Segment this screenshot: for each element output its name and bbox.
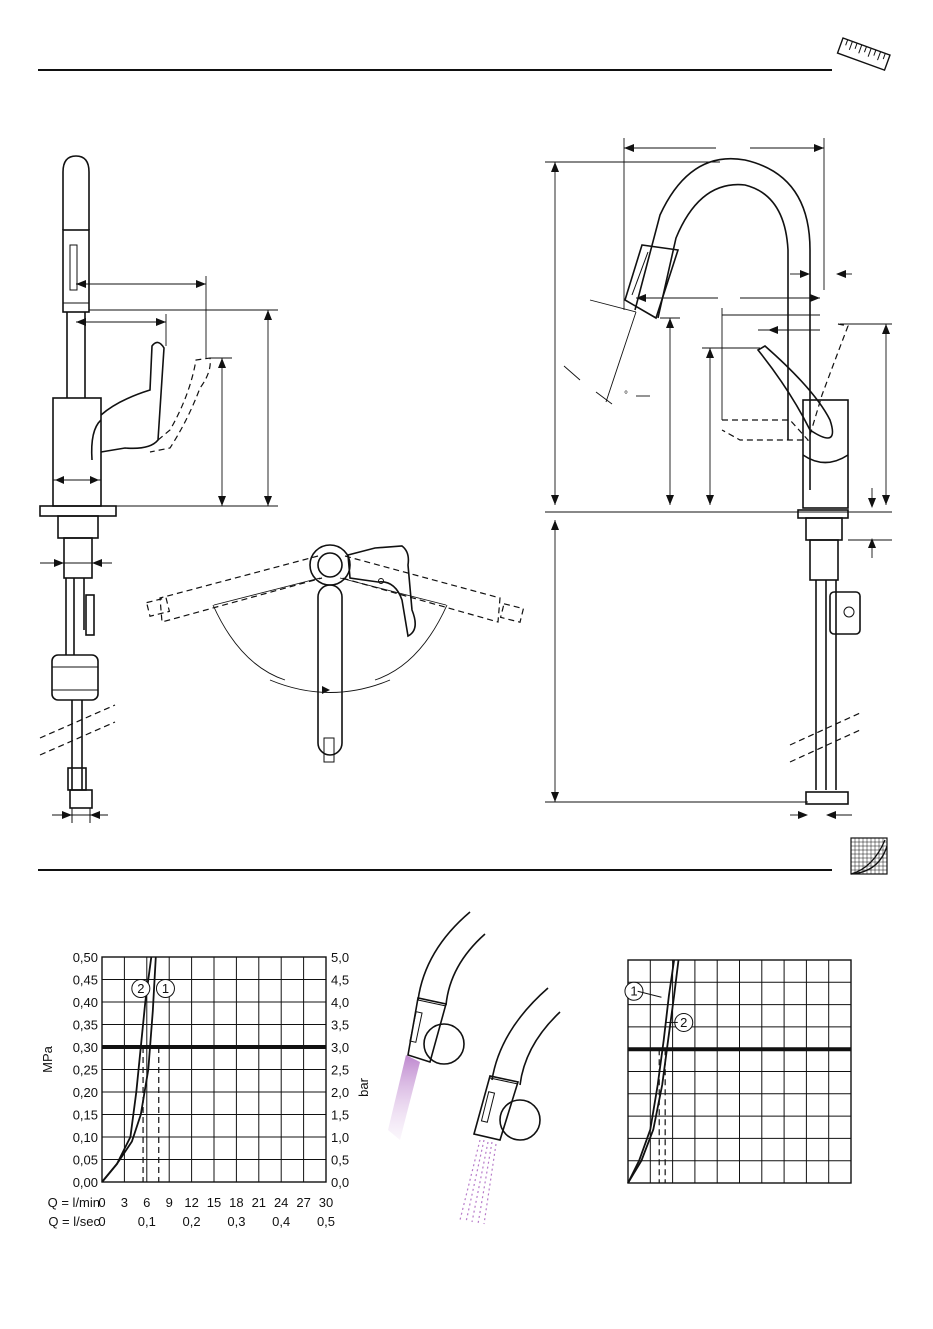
flow-chart-left: 120,000,050,100,150,200,250,300,350,400,… <box>40 950 371 1229</box>
x-tick-lsec: 0,4 <box>272 1214 290 1229</box>
series-label-2: 2 <box>680 1015 687 1030</box>
x-tick-lsec: 0,5 <box>317 1214 335 1229</box>
y-tick-mpa: 0,40 <box>73 995 98 1010</box>
x-tick-lmin: 9 <box>166 1195 173 1210</box>
y-tick-mpa: 0,05 <box>73 1153 98 1168</box>
x-tick-lmin: 15 <box>207 1195 221 1210</box>
x-tick-lmin: 30 <box>319 1195 333 1210</box>
y-tick-mpa: 0,45 <box>73 973 98 988</box>
y-tick-bar: 1,5 <box>331 1108 349 1123</box>
tilt-angle-symbol: ° <box>624 390 628 401</box>
y-tick-bar: 5,0 <box>331 950 349 965</box>
front-view-drawing: ° <box>545 138 892 819</box>
y-tick-mpa: 0,30 <box>73 1040 98 1055</box>
x-tick-lmin: 24 <box>274 1195 288 1210</box>
x-tick-lmin: 6 <box>143 1195 150 1210</box>
x-tick-lmin: 12 <box>184 1195 198 1210</box>
y-tick-bar: 0,5 <box>331 1153 349 1168</box>
y-tick-mpa: 0,35 <box>73 1018 98 1033</box>
top-view-drawing <box>147 545 524 762</box>
x-axis-label-lmin: Q = l/min <box>48 1195 100 1210</box>
x-tick-lmin: 0 <box>98 1195 105 1210</box>
x-tick-lsec: 0,1 <box>138 1214 156 1229</box>
side-view-drawing <box>40 156 278 823</box>
y-axis-label-mpa: MPa <box>40 1045 55 1073</box>
y-tick-bar: 1,0 <box>331 1130 349 1145</box>
series-label-1: 1 <box>162 981 169 996</box>
spray-mode-shower <box>460 988 560 1224</box>
series-label-2: 2 <box>137 981 144 996</box>
x-tick-lsec: 0,3 <box>227 1214 245 1229</box>
y-tick-bar: 0,0 <box>331 1175 349 1190</box>
x-tick-lmin: 3 <box>121 1195 128 1210</box>
series-label-1: 1 <box>630 984 637 999</box>
x-tick-lmin: 21 <box>252 1195 266 1210</box>
y-tick-bar: 4,0 <box>331 995 349 1010</box>
y-tick-mpa: 0,20 <box>73 1085 98 1100</box>
x-tick-lmin: 18 <box>229 1195 243 1210</box>
x-tick-lsec: 0,2 <box>183 1214 201 1229</box>
flow-chart-icon <box>851 838 887 874</box>
y-tick-bar: 2,5 <box>331 1063 349 1078</box>
y-tick-mpa: 0,10 <box>73 1130 98 1145</box>
x-tick-lmin: 27 <box>296 1195 310 1210</box>
y-axis-label-bar: bar <box>356 1077 371 1096</box>
spray-mode-laminar <box>388 912 485 1140</box>
ruler-icon <box>838 38 890 70</box>
x-tick-lsec: 0 <box>98 1214 105 1229</box>
y-tick-bar: 3,5 <box>331 1018 349 1033</box>
y-tick-bar: 3,0 <box>331 1040 349 1055</box>
x-axis-label-lsec: Q = l/sec <box>48 1214 100 1229</box>
y-tick-bar: 4,5 <box>331 973 349 988</box>
flow-chart-right: 12 <box>625 960 851 1183</box>
y-tick-mpa: 0,15 <box>73 1108 98 1123</box>
y-tick-mpa: 0,00 <box>73 1175 98 1190</box>
y-tick-mpa: 0,50 <box>73 950 98 965</box>
y-tick-bar: 2,0 <box>331 1085 349 1100</box>
y-tick-mpa: 0,25 <box>73 1063 98 1078</box>
